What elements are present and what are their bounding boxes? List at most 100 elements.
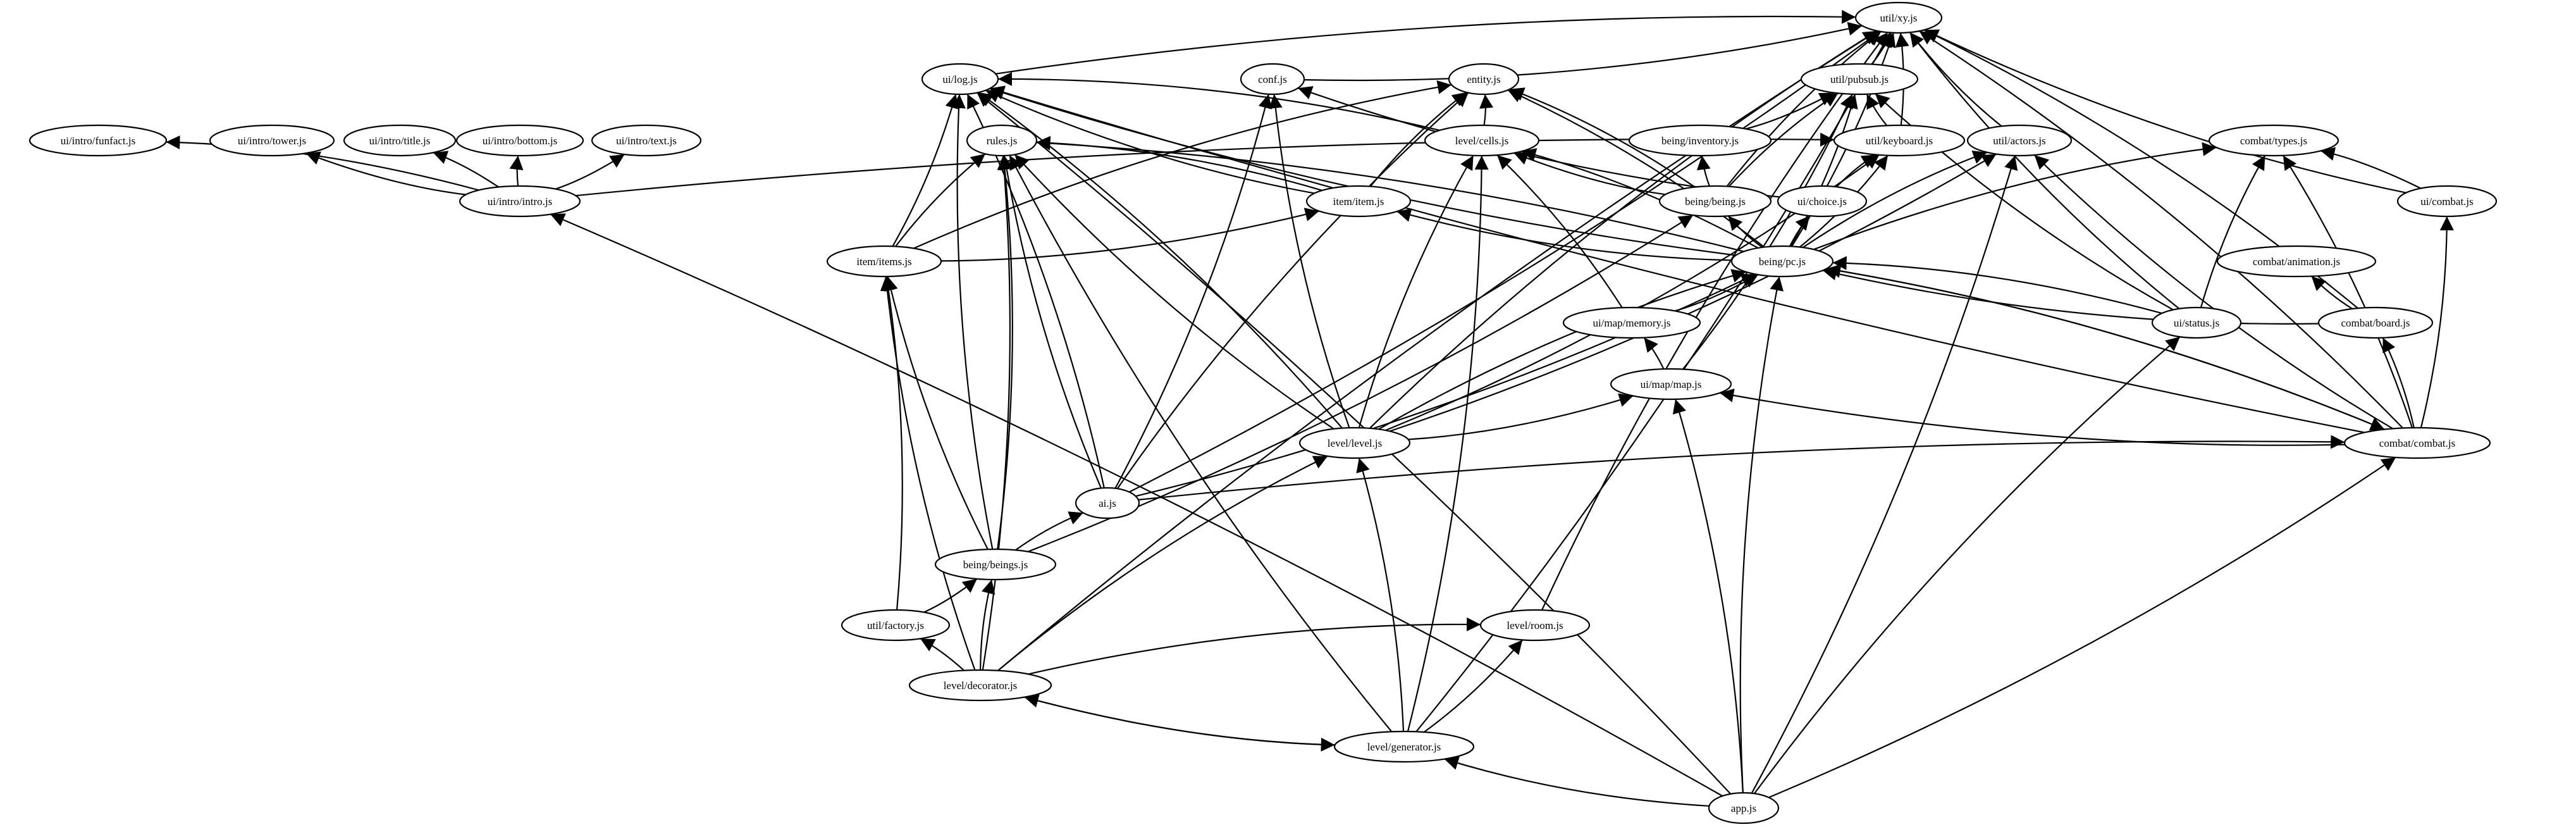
- node-label: level/room.js: [1507, 619, 1563, 631]
- node-label: ui/combat.js: [2420, 196, 2474, 208]
- node-label: ui/status.js: [2174, 317, 2219, 329]
- edge-ui-map-memory-to-level-cells: [1496, 154, 1623, 308]
- node-label: ui/intro/bottom.js: [483, 135, 558, 147]
- node-being-inventory: being/inventory.js: [1628, 124, 1772, 157]
- edge-ai-to-combat-combat: [1138, 435, 2345, 501]
- edge-being-being-to-entity: [1509, 87, 1696, 188]
- node-label: item/item.js: [1333, 196, 1384, 208]
- edge-app-to-being-pc: [1739, 276, 1784, 793]
- node-label: level/level.js: [1328, 437, 1382, 449]
- node-label: entity.js: [1467, 73, 1500, 85]
- node-being-beings: being/beings.js: [934, 548, 1057, 581]
- node-label: util/pubsub.js: [1830, 73, 1889, 85]
- node-util-actors: util/actors.js: [1966, 124, 2073, 157]
- edge-ui-status-to-util-xy: [1909, 32, 2180, 309]
- node-entity: entity.js: [1448, 63, 1520, 96]
- node-util-factory: util/factory.js: [841, 609, 951, 642]
- node-ellipse: [966, 124, 1038, 157]
- node-ellipse: [921, 63, 999, 96]
- node-ellipse: [1730, 245, 1834, 278]
- node-ellipse: [1479, 609, 1591, 642]
- node-ellipse: [209, 124, 335, 157]
- node-ellipse: [2208, 124, 2339, 157]
- edge-level-level-to-conf: [1268, 94, 1350, 428]
- node-label: level/decorator.js: [944, 680, 1018, 692]
- node-label: util/actors.js: [1993, 135, 2046, 147]
- edge-ui-log-to-util-xy: [995, 9, 1856, 75]
- edge-level-decorator-to-rules: [982, 155, 1011, 671]
- edge-item-items-to-item-item: [940, 208, 1319, 262]
- node-ui-map-map: ui/map/map.js: [1610, 368, 1732, 401]
- edge-being-beings-to-item-items: [884, 276, 989, 550]
- edge-level-level-to-level-cells: [1358, 155, 1474, 428]
- node-util-keyboard: util/keyboard.js: [1833, 124, 1966, 157]
- edge-being-pc-to-entity: [1507, 89, 1765, 248]
- edge-level-level-to-ui-log: [978, 92, 1343, 429]
- node-level-decorator: level/decorator.js: [908, 669, 1052, 702]
- edge-level-decorator-to-level-room: [1028, 617, 1481, 675]
- node-ellipse: [1658, 185, 1772, 218]
- edge-combat-combat-to-util-xy: [1919, 30, 2403, 429]
- node-label: combat/types.js: [2240, 135, 2307, 147]
- edge-app-to-level-generator: [1444, 756, 1710, 807]
- edge-level-cells-to-entity: [1479, 94, 1494, 126]
- node-being-being: being/being.js: [1658, 185, 1772, 218]
- node-ellipse: [934, 548, 1057, 581]
- node-ellipse: [455, 124, 584, 157]
- node-app: app.js: [1708, 792, 1780, 824]
- edge-level-decorator-to-item-items: [880, 276, 976, 671]
- node-item-items: item/items.js: [826, 245, 942, 278]
- edge-level-generator-to-level-cells: [1407, 155, 1489, 732]
- node-ui-intro-intro: ui/intro/intro.js: [459, 185, 581, 218]
- edge-combat-combat-to-being-pc: [1826, 264, 2385, 430]
- node-label: ui/map/memory.js: [1593, 317, 1670, 329]
- node-combat-types: combat/types.js: [2208, 124, 2339, 157]
- edge-item-items-to-rules: [895, 153, 986, 247]
- node-ellipse: [1708, 792, 1780, 824]
- node-label: combat/animation.js: [2253, 256, 2340, 268]
- edge-app-to-combat-combat: [1768, 456, 2396, 799]
- node-level-cells: level/cells.js: [1424, 124, 1540, 157]
- edge-being-being-to-level-cells: [1513, 151, 1666, 196]
- edge-ui-intro-intro-to-ui-intro-bottom: [509, 155, 524, 187]
- node-ellipse: [1833, 124, 1966, 157]
- node-label: ui/intro/tower.js: [238, 135, 306, 147]
- edge-level-decorator-to-level-level: [997, 455, 1328, 671]
- node-ellipse: [1562, 306, 1701, 339]
- edge-level-decorator-to-util-xy: [997, 30, 1878, 671]
- edge-level-generator-to-level-decorator: [1024, 693, 1335, 746]
- edge-util-factory-to-being-beings: [923, 578, 978, 613]
- node-label: being/pc.js: [1759, 256, 1806, 268]
- node-ellipse: [1777, 185, 1868, 218]
- node-ellipse: [1305, 185, 1412, 218]
- edge-app-to-ui-map-map: [1672, 399, 1744, 793]
- node-label: level/cells.js: [1455, 135, 1509, 147]
- edge-ui-map-memory-to-being-pc: [1674, 274, 1759, 312]
- edge-ui-combat-to-combat-types: [2320, 147, 2422, 189]
- node-ellipse: [1966, 124, 2073, 157]
- edge-level-level-to-rules: [1014, 154, 1334, 430]
- node-label: ui/intro/text.js: [616, 135, 677, 147]
- node-label: app.js: [1731, 802, 1756, 814]
- edge-ui-status-to-combat-types: [2200, 155, 2266, 308]
- node-item-item: item/item.js: [1305, 185, 1412, 218]
- edge-combat-combat-to-ui-combat: [2420, 216, 2454, 428]
- node-ui-combat: ui/combat.js: [2396, 185, 2498, 218]
- edge-being-inventory-to-util-pubsub: [1746, 92, 1834, 130]
- edge-conf-to-util-xy: [1303, 22, 1863, 82]
- edge-level-level-to-being-pc: [1378, 269, 1746, 430]
- edge-being-pc-to-util-pubsub: [1790, 94, 1858, 247]
- edge-combat-combat-to-combat-board: [2382, 337, 2415, 428]
- edge-util-factory-to-item-items: [882, 276, 903, 611]
- node-label: ui/log.js: [942, 73, 977, 85]
- node-ellipse: [1628, 124, 1772, 157]
- node-label: ui/choice.js: [1797, 196, 1847, 208]
- node-rules: rules.js: [966, 124, 1038, 157]
- node-ui-intro-title: ui/intro/title.js: [343, 124, 457, 157]
- edge-level-decorator-to-util-factory: [920, 638, 964, 671]
- edge-app-to-ui-status: [1754, 336, 2181, 794]
- node-label: util/xy.js: [1880, 12, 1918, 24]
- edge-being-beings-to-ui-log: [951, 94, 994, 550]
- edge-ui-status-to-being-pc: [1832, 256, 2162, 314]
- node-ellipse: [1298, 426, 1411, 459]
